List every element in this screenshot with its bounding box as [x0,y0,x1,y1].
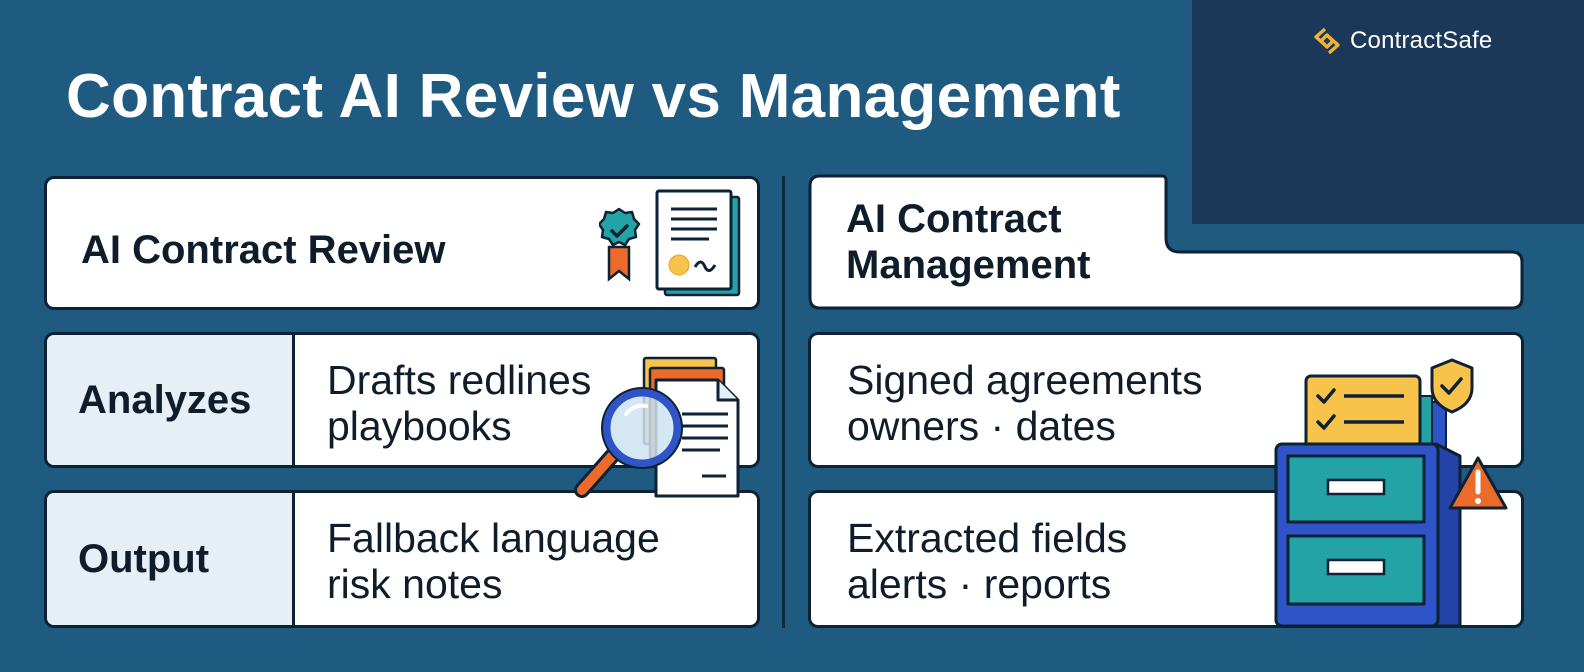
row-label-cell: Output [47,493,295,625]
row-label-cell: Analyzes [47,335,295,465]
row-value-line: Drafts redlines [327,357,592,403]
row-value: Drafts redlines playbooks [327,357,591,449]
management-heading-line: AI Contract [846,197,1062,241]
row-value: Signed agreements owners · dates [847,357,1203,449]
page-title: Contract AI Review vs Management [66,62,1121,131]
row-value-line: alerts · reports [847,561,1112,607]
management-heading: AI Contract Management [846,196,1091,288]
row-label: Analyzes [78,377,252,422]
magnifying-glass-documents-icon [574,356,740,498]
management-header-card [808,174,1524,310]
column-divider [782,176,785,628]
row-value-line: Fallback language [327,515,660,561]
row-value-line: owners · dates [847,403,1116,449]
row-label: Output [78,536,210,581]
row-value-line: playbooks [327,403,512,449]
row-value-line: Extracted fields [847,515,1128,561]
review-row-analyzes: Analyzes Drafts redlines playbooks [44,332,760,468]
brand-name: ContractSafe [1350,27,1493,54]
review-header-card: AI Contract Review [44,176,760,310]
filing-cabinet-checklist-warning-icon [1274,358,1508,628]
certified-document-icon [599,189,741,297]
review-row-output: Output Fallback language risk notes [44,490,760,628]
brand: ContractSafe [1312,24,1492,58]
review-heading: AI Contract Review [81,228,446,272]
row-value-line: risk notes [327,561,503,607]
management-heading-line: Management [846,243,1091,287]
row-value: Fallback language risk notes [327,515,660,607]
corner-panel [1192,0,1584,224]
row-value-line: Signed agreements [847,357,1203,403]
contractsafe-logo-icon [1314,27,1340,55]
row-value: Extracted fields alerts · reports [847,515,1127,607]
